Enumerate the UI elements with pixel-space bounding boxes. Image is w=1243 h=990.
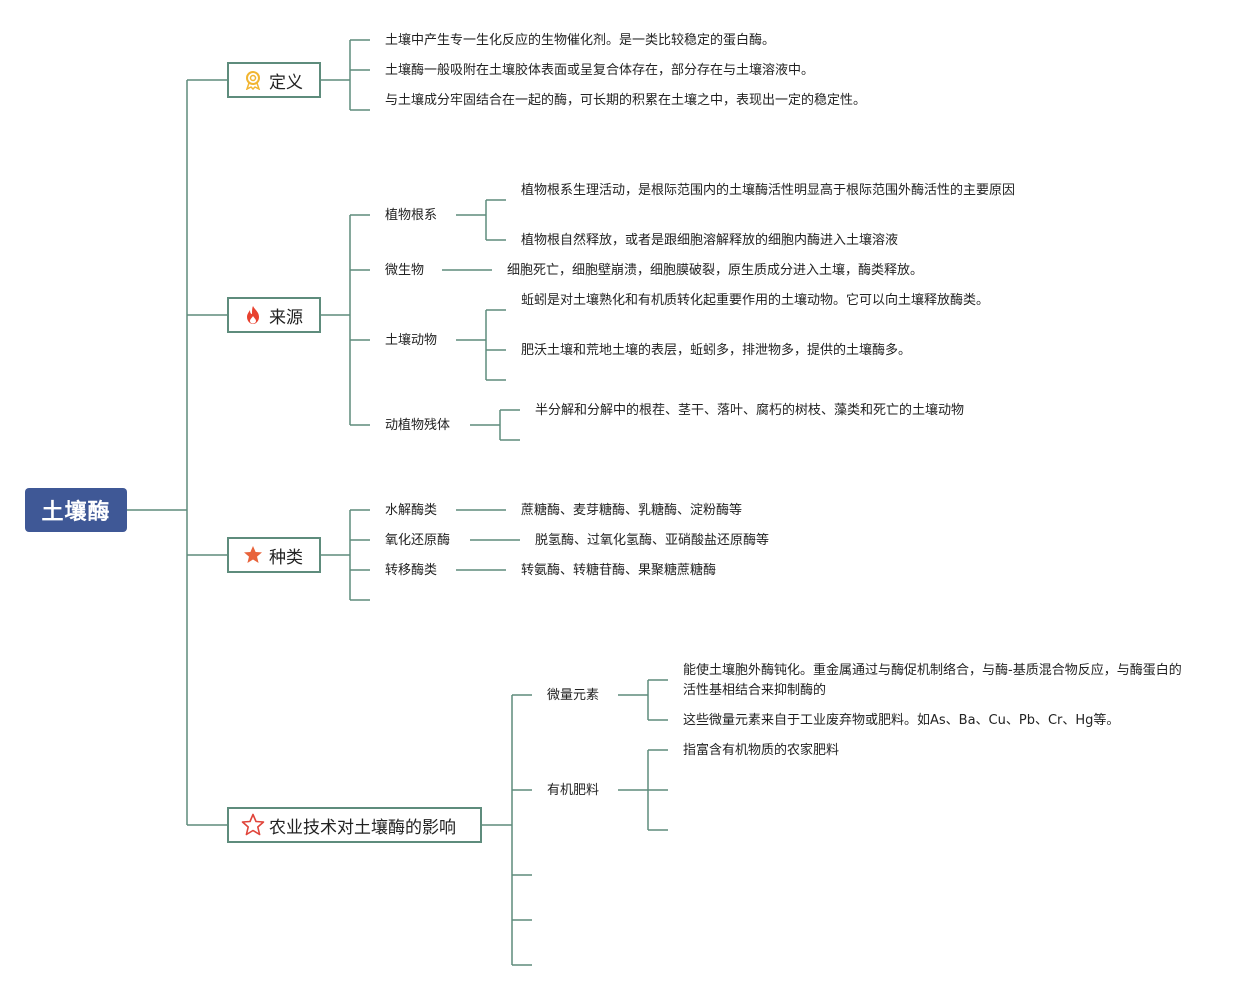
source-residue[interactable]: 动植物残体 [385,418,451,433]
branch-definition-label: 定义 [269,72,303,93]
agri-trace-elements[interactable]: 微量元素 [547,688,600,703]
soil-animal-item: 肥沃土壤和荒地土壤的表层，蚯蚓多，排泄物多，提供的土壤酶多。 [521,343,912,358]
plant-root-item: 植物根系生理活动，是根际范围内的土壤酶活性明显高于根际范围外酶活性的主要原因 [521,183,1016,198]
types-oxidoreductase[interactable]: 氧化还原酶 [385,533,451,548]
types-hydrolase[interactable]: 水解酶类 [385,503,438,518]
hydrolase-item: 蔗糖酶、麦芽糖酶、乳糖酶、淀粉酶等 [521,503,743,518]
source-soil-animal[interactable]: 土壤动物 [385,333,438,348]
trace-item: 这些微量元素来自于工业废弃物或肥料。如As、Ba、Cu、Pb、Cr、Hg等。 [683,713,1120,728]
definition-item: 土壤酶一般吸附在土壤胶体表面或呈复合体存在，部分存在与土壤溶液中。 [385,63,815,78]
branch-source[interactable]: 来源 [227,297,321,333]
branch-source-label: 来源 [269,307,303,328]
trace-item: 能使土壤胞外酶钝化。重金属通过与酶促机制络合，与酶-基质混合物反应，与酶蛋白的活… [683,663,1182,698]
star-outline-icon [241,813,265,837]
award-icon [243,70,263,90]
root-node[interactable]: 土壤酶 [25,488,127,532]
plant-root-item: 植物根自然释放，或者是跟细胞溶解释放的细胞内酶进入土壤溶液 [521,233,899,248]
microbe-item: 细胞死亡，细胞壁崩溃，细胞膜破裂，原生质成分进入土壤，酶类释放。 [507,263,924,278]
definition-item: 土壤中产生专一生化反应的生物催化剂。是一类比较稳定的蛋白酶。 [385,33,776,48]
agri-organic-fertilizer[interactable]: 有机肥料 [547,783,600,798]
star-icon [243,545,263,565]
oxidoreductase-item: 脱氢酶、过氧化氢酶、亚硝酸盐还原酶等 [535,533,770,548]
soil-animal-item: 蚯蚓是对土壤熟化和有机质转化起重要作用的土壤动物。它可以向土壤释放酶类。 [521,293,990,308]
residue-item: 半分解和分解中的根茬、茎干、落叶、腐朽的树枝、藻类和死亡的土壤动物 [535,403,965,418]
branch-definition[interactable]: 定义 [227,62,321,98]
source-microbe[interactable]: 微生物 [385,263,425,278]
organic-item: 指富含有机物质的农家肥料 [683,743,840,758]
fire-icon [243,305,263,325]
root-label: 土壤酶 [41,500,111,525]
transferase-item: 转氨酶、转糖苷酶、果聚糖蔗糖酶 [521,563,717,578]
branch-types-label: 种类 [269,547,303,568]
branch-types[interactable]: 种类 [227,537,321,573]
branch-agri[interactable]: 农业技术对土壤酶的影响 [227,807,482,843]
source-plant-root[interactable]: 植物根系 [385,208,438,223]
definition-item: 与土壤成分牢固结合在一起的酶，可长期的积累在土壤之中，表现出一定的稳定性。 [385,93,867,108]
types-transferase[interactable]: 转移酶类 [385,563,438,578]
branch-agri-label: 农业技术对土壤酶的影响 [269,817,456,838]
